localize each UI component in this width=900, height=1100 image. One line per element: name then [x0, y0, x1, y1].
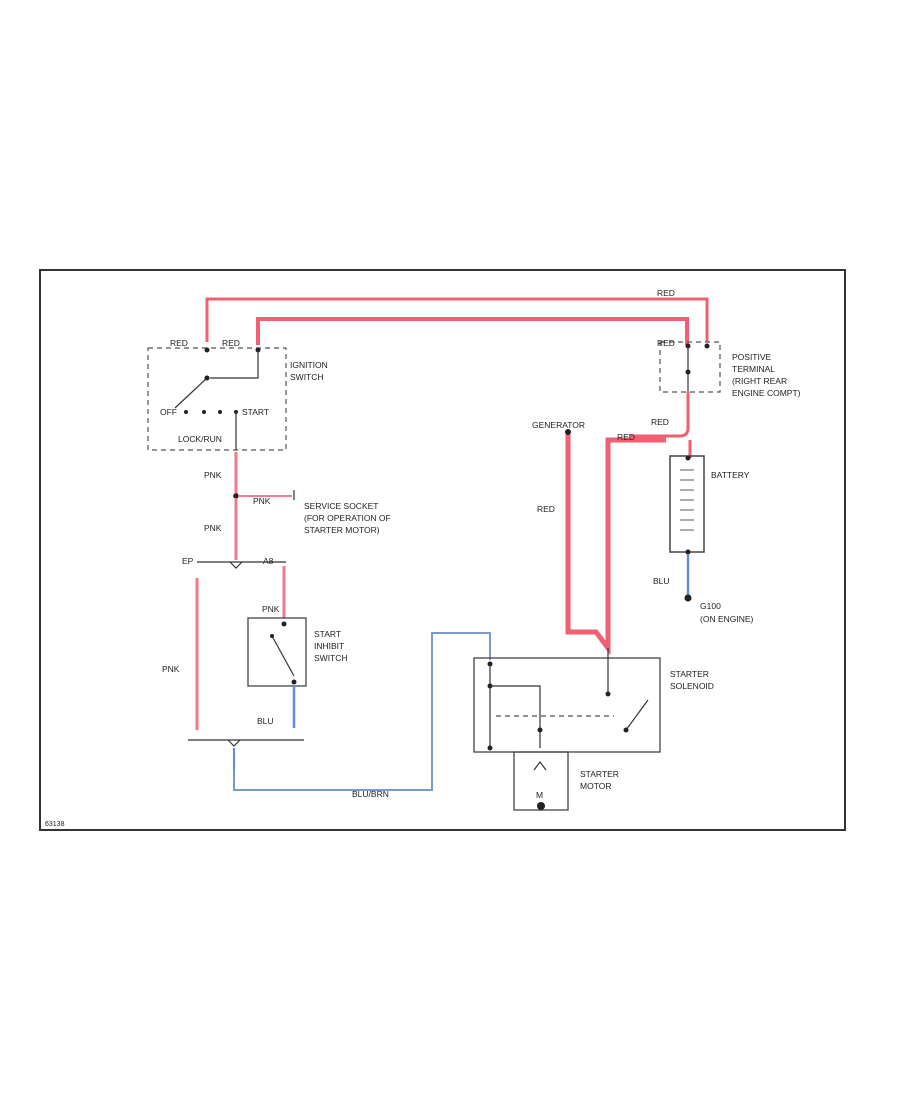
label-ignition-switch-1: IGNITION — [290, 360, 328, 370]
solenoid-contact-dot — [605, 691, 611, 697]
label-pos-red: RED — [657, 338, 675, 348]
pnk-splice-dot — [233, 493, 239, 499]
red-wire-top-outer — [205, 297, 709, 342]
positive-terminal-box — [659, 341, 721, 393]
ign-contact-run — [202, 410, 206, 414]
label-positive-terminal-3: (RIGHT REAR — [732, 376, 787, 386]
pos-terminal-dot-c — [685, 369, 691, 375]
ign-switch-blade — [174, 377, 208, 409]
label-pnk-inhibit: PNK — [262, 604, 280, 614]
label-battery: BATTERY — [711, 470, 750, 480]
ign-contact-off — [184, 410, 188, 414]
label-lock-run: LOCK/RUN — [178, 434, 222, 444]
ign-internal-link — [210, 350, 259, 379]
label-g100-2: (ON ENGINE) — [700, 614, 754, 624]
label-pnk-1: PNK — [204, 470, 222, 480]
label-starter-motor-1: STARTER — [580, 769, 619, 779]
starter-solenoid-box — [473, 657, 661, 753]
label-positive-terminal-4: ENGINE COMPT) — [732, 388, 801, 398]
label-generator: GENERATOR — [532, 420, 585, 430]
starter-motor-ground — [537, 802, 545, 810]
ignition-switch-box — [147, 347, 287, 451]
battery-minus-dot — [685, 549, 691, 555]
red-wire-positive-to-battery — [630, 392, 690, 438]
starter-motor-box — [513, 751, 569, 811]
ign-pivot — [204, 375, 210, 381]
label-red-vertical: RED — [537, 504, 555, 514]
label-red-right: RED — [651, 417, 669, 427]
battery-plus-dot — [685, 455, 691, 461]
label-off: OFF — [160, 407, 177, 417]
label-motor-m: M — [536, 790, 543, 800]
label-start-inhibit-2: INHIBIT — [314, 641, 344, 651]
label-service-socket-3: STARTER MOTOR) — [304, 525, 380, 535]
blu-brn-wire — [233, 632, 491, 791]
label-g100-1: G100 — [700, 601, 721, 611]
generator-dot — [565, 429, 571, 435]
label-connector-left: EP — [182, 556, 194, 566]
start-inhibit-switch-box — [247, 617, 307, 687]
label-pnk-service: PNK — [253, 496, 271, 506]
ground-g100-dot — [684, 594, 692, 602]
label-blu-bottom: BLU — [257, 716, 274, 726]
solenoid-dot-low — [487, 745, 493, 751]
label-ign-red-b: RED — [222, 338, 240, 348]
inhibit-pivot — [270, 634, 274, 638]
battery-cells — [680, 469, 694, 531]
inhibit-blade — [271, 635, 295, 677]
label-blu-brn: BLU/BRN — [352, 789, 389, 799]
label-start: START — [242, 407, 269, 417]
inhibit-top-dot — [281, 621, 287, 627]
label-start-inhibit-3: SWITCH — [314, 653, 348, 663]
starter-motor-symbol — [533, 761, 547, 771]
pos-terminal-dot-b — [704, 343, 710, 349]
label-blu-battery: BLU — [653, 576, 670, 586]
label-service-socket-2: (FOR OPERATION OF — [304, 513, 391, 523]
ign-terminal-a — [204, 347, 210, 353]
solenoid-contact-blade — [625, 699, 649, 731]
label-ign-red-a: RED — [170, 338, 188, 348]
label-starter-motor-2: MOTOR — [580, 781, 611, 791]
red-wire-top-inner — [256, 317, 689, 345]
connector-bend — [229, 561, 243, 569]
diagram-frame — [39, 269, 846, 831]
solenoid-coil — [490, 685, 541, 748]
label-positive-terminal-2: TERMINAL — [732, 364, 775, 374]
label-positive-terminal-1: POSITIVE — [732, 352, 772, 362]
label-ignition-switch-2: SWITCH — [290, 372, 324, 382]
label-start-inhibit-1: START — [314, 629, 341, 639]
inhibit-bottom-dot — [291, 679, 297, 685]
label-service-socket-1: SERVICE SOCKET — [304, 501, 378, 511]
label-red-top: RED — [657, 288, 675, 298]
red-wire-generator-solenoid — [565, 432, 666, 656]
lower-connector-bend — [227, 739, 241, 747]
label-starter-solenoid-2: SOLENOID — [670, 681, 714, 691]
label-connector-right: A8 — [263, 556, 274, 566]
label-red-mid: RED — [617, 432, 635, 442]
label-starter-solenoid-1: STARTER — [670, 669, 709, 679]
ign-contact-lock — [218, 410, 222, 414]
solenoid-motor-dot — [537, 727, 543, 733]
corner-code: 63138 — [45, 821, 65, 828]
solenoid-blade-dot — [623, 727, 629, 733]
label-pnk-2: PNK — [204, 523, 222, 533]
label-pnk-left: PNK — [162, 664, 180, 674]
